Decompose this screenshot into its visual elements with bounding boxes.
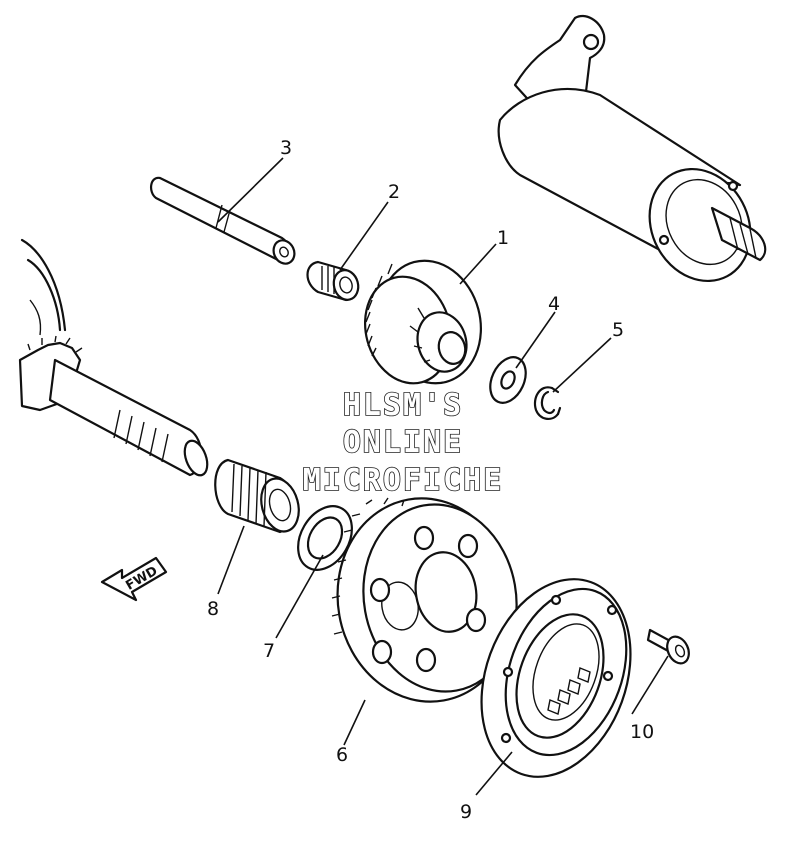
watermark-line-1: HLSM'S	[343, 388, 463, 423]
callout-8: 8	[207, 598, 219, 620]
callout-10: 10	[630, 721, 654, 743]
callout-2: 2	[388, 181, 400, 203]
watermark-line-2: ONLINE	[343, 425, 463, 460]
callout-7: 7	[263, 640, 275, 662]
callout-labels: 3 2 1 4 5 6 7 8 9 10	[207, 137, 654, 823]
part-3-shaft[interactable]	[150, 176, 298, 267]
part-8-needle-bearing[interactable]	[214, 458, 304, 536]
watermark-line-3: MICROFICHE	[303, 463, 504, 498]
part-1-idler-gear[interactable]	[353, 249, 494, 395]
watermark: HLSM'S ONLINE MICROFICHE	[302, 387, 504, 499]
callout-6: 6	[336, 744, 348, 766]
part-2-needle-bearing[interactable]	[306, 260, 362, 303]
callout-4: 4	[548, 293, 560, 315]
callout-9: 9	[460, 801, 472, 823]
leader-lines	[217, 157, 669, 796]
starter-motor[interactable]	[497, 14, 770, 299]
part-10-bolt[interactable]	[646, 628, 693, 667]
part-5-circlip[interactable]	[533, 386, 562, 420]
fwd-arrow: FWD	[100, 556, 168, 602]
callout-3: 3	[280, 137, 292, 159]
part-7-washer[interactable]	[287, 497, 363, 580]
callout-1: 1	[497, 227, 509, 249]
part-4-washer[interactable]	[483, 351, 532, 408]
part-6-wheel-gear[interactable]	[322, 484, 532, 715]
part-9-starter-clutch[interactable]	[455, 558, 656, 798]
callout-5: 5	[612, 319, 624, 341]
crankshaft[interactable]	[18, 238, 212, 478]
